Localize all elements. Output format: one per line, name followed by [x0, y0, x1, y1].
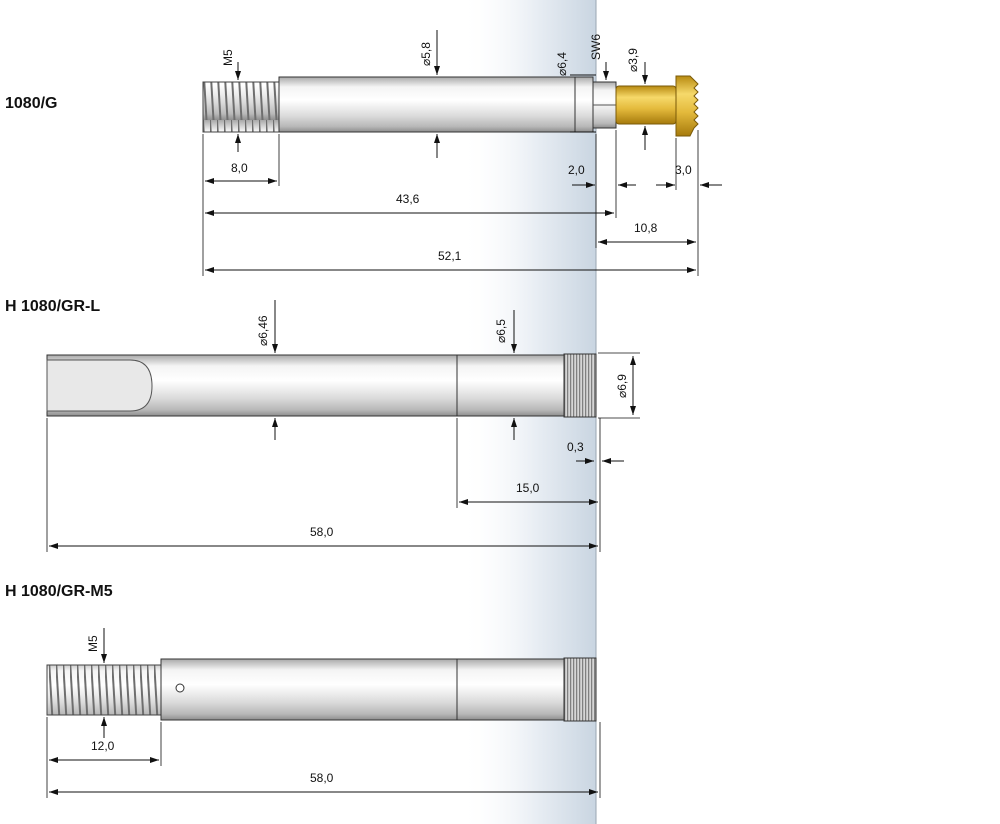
- dim-dia-tip-label: ⌀3,9: [626, 48, 640, 72]
- groove: [46, 359, 153, 412]
- brass-shank: [615, 85, 677, 125]
- dim-thread-label: M5: [86, 635, 100, 652]
- thread-stud: [46, 664, 162, 716]
- part-title: 1080/G: [5, 95, 57, 112]
- dim-thread-label: M5: [221, 49, 235, 66]
- dim-dia-shaft-label: ⌀6,46: [256, 315, 270, 346]
- dim-thread-len-label: 8,0: [231, 161, 248, 175]
- part-h-1080-gr-l: H 1080/GR-L ⌀6,46 ⌀6,5 ⌀6,9 0,3 15,0: [5, 298, 640, 552]
- part-1080-g: 1080/G M5 ⌀5,8 ⌀6,4 SW6 ⌀3,9: [5, 30, 722, 276]
- pin-hole: [175, 683, 185, 693]
- body-shaft: [278, 76, 576, 133]
- dim-collar-len-label: 2,0: [568, 163, 585, 177]
- section: [456, 658, 565, 721]
- thread-stud: [202, 81, 280, 133]
- knurl: [563, 657, 597, 722]
- collar: [574, 76, 594, 133]
- part-title: H 1080/GR-M5: [5, 583, 113, 600]
- dim-dia-body-label: ⌀5,8: [419, 42, 433, 66]
- serrated-tip: [675, 75, 699, 137]
- dim-dia-section-label: ⌀6,5: [494, 319, 508, 343]
- dim-body-len-label: 43,6: [396, 192, 420, 206]
- knurl: [563, 353, 597, 418]
- dim-wrench-label: SW6: [589, 34, 603, 60]
- dim-total-len-label: 58,0: [310, 525, 334, 539]
- dim-total-len-label: 52,1: [438, 249, 462, 263]
- section: [456, 354, 565, 417]
- part-title: H 1080/GR-L: [5, 298, 100, 315]
- dim-offset-label: 0,3: [567, 440, 584, 454]
- dim-dia-knurl-label: ⌀6,9: [615, 374, 629, 398]
- part-h-1080-gr-m5: H 1080/GR-M5 M5 12,0 58,0: [5, 583, 601, 798]
- dim-total-len-label: 58,0: [310, 771, 334, 785]
- main-shaft: [160, 658, 458, 721]
- dim-dia-collar-label: ⌀6,4: [555, 52, 569, 76]
- dim-serr-len-label: 3,0: [675, 163, 692, 177]
- dim-tip-len-label: 10,8: [634, 221, 658, 235]
- dim-thread-len-label: 12,0: [91, 739, 115, 753]
- dim-section-len-label: 15,0: [516, 481, 540, 495]
